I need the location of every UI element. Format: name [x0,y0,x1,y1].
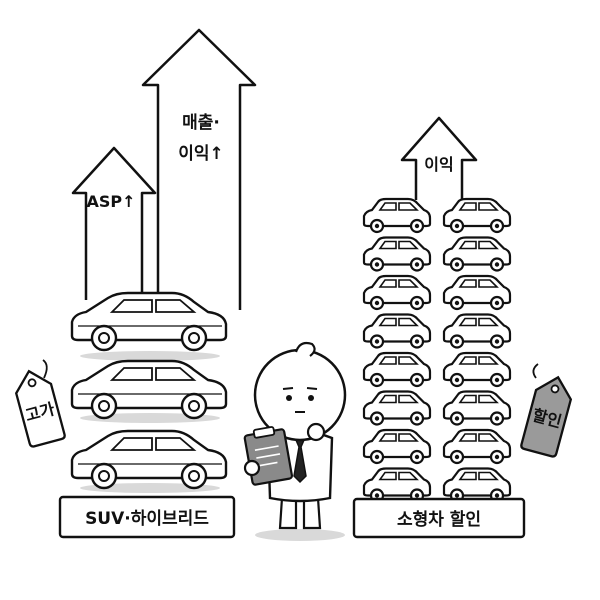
small-car [442,351,512,388]
small-car [362,236,432,272]
small-car-grid [362,197,512,503]
left-group: ASP↑ 매출· 이익↑ 고가 SUV·하이브리드 [14,28,257,539]
small-car [442,428,512,465]
character-shadow [255,529,345,541]
profit-up-arrow [400,116,478,200]
small-car [362,351,432,388]
sales-profit-up-arrow [141,28,257,310]
suv-car-bottom [70,429,228,490]
premium-price-tag: 고가 [14,369,66,448]
suv-hybrid-base [58,495,236,539]
small-car [442,197,512,234]
small-car [362,390,432,426]
sales-arrow-label-line2: 이익↑ [178,144,224,164]
small-car [442,313,512,349]
tie [293,439,307,484]
small-car [362,467,432,503]
analyst-character [243,341,347,541]
small-car [442,274,512,311]
suv-car-middle [70,359,228,420]
small-car [442,467,512,503]
small-car [362,274,432,311]
hair-tuft [294,341,316,357]
small-car [362,197,432,234]
tag-string [42,359,48,379]
left-eyebrow [282,387,294,390]
sales-arrow-label-line1: 매출· [182,113,220,133]
tag-string [532,363,539,379]
suv-hybrid-base-label: SUV·하이브리드 [85,509,209,529]
small-car [362,428,432,465]
left-eye [286,395,292,401]
small-car [442,236,512,272]
small-car [442,390,512,426]
right-eyebrow [306,387,318,390]
asp-up-arrow [71,146,157,300]
small-car-discount-base [352,497,526,539]
asp-arrow-label: ASP↑ [86,192,135,211]
right-leg [302,496,322,530]
left-leg [278,496,298,530]
discount-price-tag: 할인 [520,375,573,458]
small-car [362,313,432,349]
holding-hand [243,459,261,477]
right-group: 이익 할인 소형차 할인 [352,116,573,539]
car-shadow [80,351,220,361]
small-car-discount-base-label: 소형차 할인 [397,509,481,530]
profit-arrow-label: 이익 [424,155,453,174]
clipboard [243,426,294,486]
character-head [253,348,347,442]
right-eye [308,395,314,401]
thinking-hand [306,422,326,442]
